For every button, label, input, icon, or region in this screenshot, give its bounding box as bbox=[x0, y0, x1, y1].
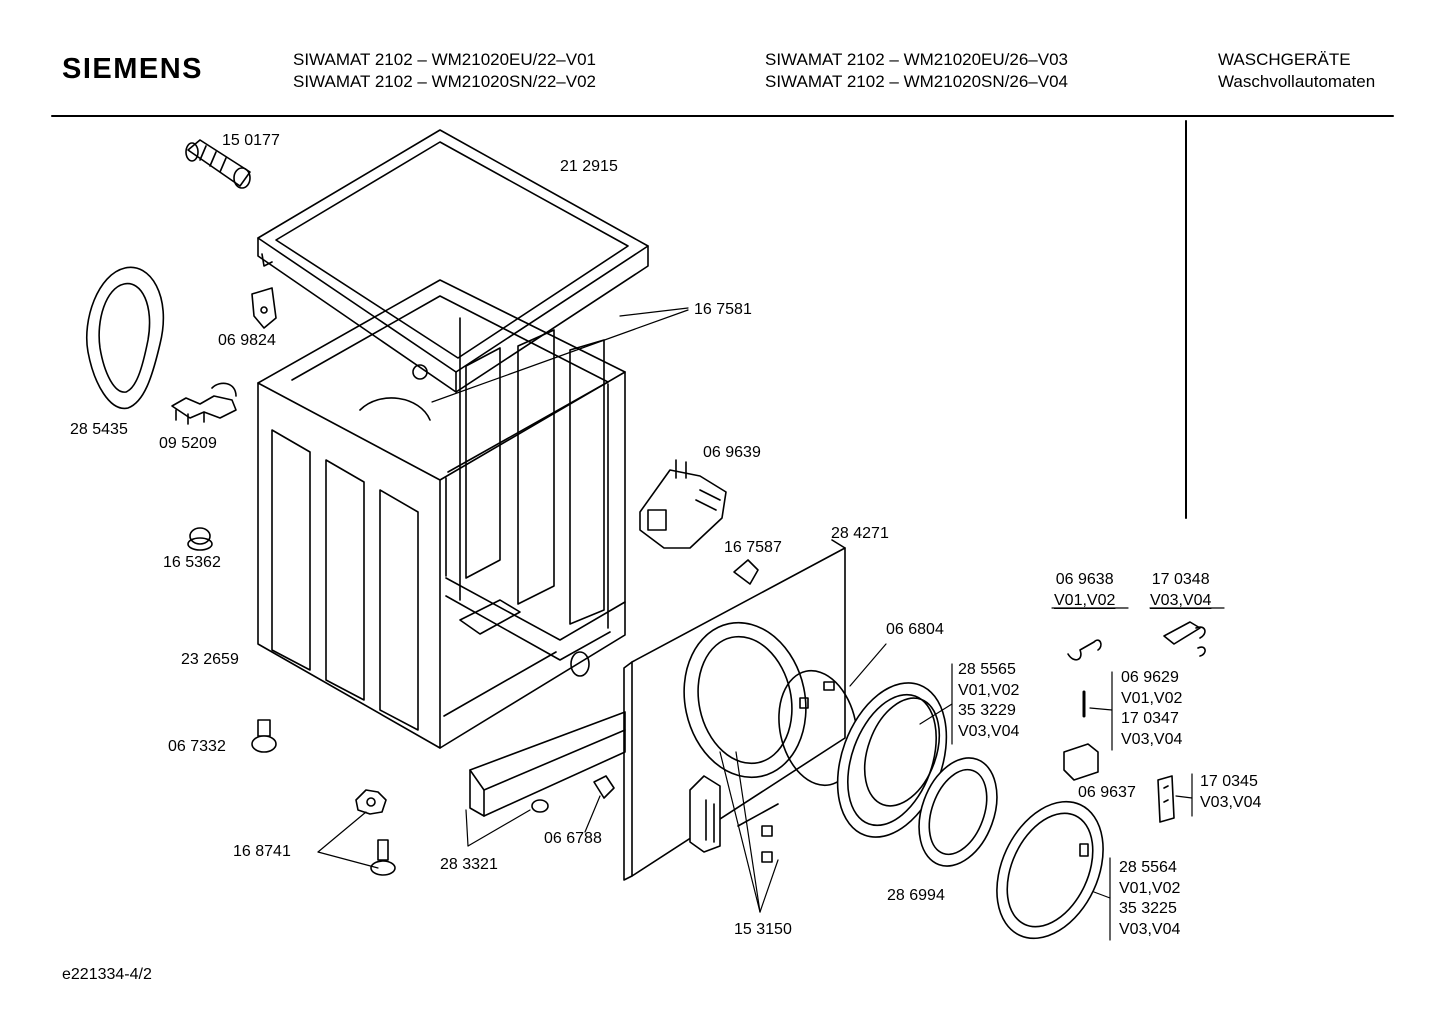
variant-group-285564: 28 5564 V01,V02 35 3225 V03,V04 bbox=[1119, 858, 1180, 940]
model-line: SIWAMAT 2102 – WM21020SN/22–V02 bbox=[293, 72, 597, 91]
spring-part-170348 bbox=[1163, 621, 1206, 657]
part-label-150177: 15 0177 bbox=[222, 132, 280, 149]
part-label-069824: 06 9824 bbox=[218, 332, 276, 349]
foot-part-lower bbox=[370, 839, 396, 876]
part-label-165362: 16 5362 bbox=[163, 554, 221, 571]
category-subtitle: Waschvollautomaten bbox=[1218, 72, 1376, 91]
part-label-069637: 06 9637 bbox=[1078, 784, 1136, 801]
category-title: WASCHGERÄTE bbox=[1218, 50, 1351, 69]
part-label-066804: 06 6804 bbox=[886, 621, 944, 638]
variant-code: V01,V02 bbox=[1054, 591, 1116, 609]
model-line: SIWAMAT 2102 – WM21020EU/26–V03 bbox=[765, 50, 1069, 69]
variant-part-number: 17 0345 bbox=[1200, 773, 1258, 790]
variant-group-170345: 17 0345 V03,V04 bbox=[1200, 772, 1261, 813]
variant-code: V01,V02 bbox=[1119, 879, 1181, 897]
part-label-153150: 15 3150 bbox=[734, 921, 792, 938]
part-label-067332: 06 7332 bbox=[168, 738, 226, 755]
door-gasket-part bbox=[86, 266, 165, 410]
variant-code: V01,V02 bbox=[958, 681, 1020, 699]
part-label-095209: 09 5209 bbox=[159, 435, 217, 452]
top-lid-part bbox=[257, 129, 649, 393]
variant-part-number: 35 3225 bbox=[1119, 900, 1177, 917]
foot-part-067332 bbox=[251, 719, 277, 753]
spring-part-069638 bbox=[1067, 639, 1102, 661]
door-hinge-part bbox=[689, 775, 721, 853]
variant-group-170348: 17 0348 V03,V04 bbox=[1150, 570, 1211, 611]
drawing-id: e221334-4/2 bbox=[62, 966, 152, 983]
pump-filter-part bbox=[185, 139, 251, 189]
variant-group-069638: 06 9638 V01,V02 bbox=[1054, 570, 1115, 611]
variant-part-number: 17 0347 bbox=[1121, 710, 1179, 727]
part-label-069639: 06 9639 bbox=[703, 444, 761, 461]
variant-part-number: 06 9638 bbox=[1055, 571, 1114, 588]
latch-part-069637 bbox=[1063, 743, 1099, 781]
door-frame-part bbox=[836, 682, 948, 838]
variant-code: V03,V04 bbox=[1150, 591, 1212, 609]
plinth-strip-part bbox=[469, 711, 626, 817]
variant-part-number: 28 5565 bbox=[958, 661, 1016, 678]
variant-part-number: 28 5564 bbox=[1119, 859, 1177, 876]
variant-part-number: 17 0348 bbox=[1151, 571, 1210, 588]
part-label-286994: 28 6994 bbox=[887, 887, 945, 904]
part-label-167587: 16 7587 bbox=[724, 539, 782, 556]
part-label-212915: 21 2915 bbox=[560, 158, 618, 175]
variant-part-number: 35 3229 bbox=[958, 702, 1016, 719]
clip-part-066788 bbox=[531, 775, 615, 813]
front-panel-part bbox=[623, 539, 846, 881]
variant-code: V03,V04 bbox=[1119, 920, 1181, 938]
category-block: WASCHGERÄTE Waschvollautomaten bbox=[1218, 49, 1375, 93]
variant-code: V01,V02 bbox=[1121, 689, 1183, 707]
model-line: SIWAMAT 2102 – WM21020EU/22–V01 bbox=[293, 50, 597, 69]
variant-code: V03,V04 bbox=[1200, 793, 1262, 811]
bracket-part-069824 bbox=[251, 287, 277, 329]
part-label-284271: 28 4271 bbox=[831, 525, 889, 542]
outer-door-ring-part bbox=[996, 800, 1104, 940]
door-lock-part bbox=[639, 459, 727, 549]
part-label-167581: 16 7581 bbox=[694, 301, 752, 318]
clip-part-167587 bbox=[733, 559, 759, 585]
leader-lines bbox=[317, 307, 1225, 941]
cabinet-part bbox=[257, 279, 626, 749]
variant-group-285565: 28 5565 V01,V02 35 3229 V03,V04 bbox=[958, 660, 1019, 742]
bracket-part-170345 bbox=[1157, 775, 1175, 823]
variant-code: V03,V04 bbox=[958, 722, 1020, 740]
part-label-283321: 28 3321 bbox=[440, 856, 498, 873]
variant-group-069629: 06 9629 V01,V02 17 0347 V03,V04 bbox=[1121, 668, 1182, 750]
model-list-right: SIWAMAT 2102 – WM21020EU/26–V03 SIWAMAT … bbox=[765, 49, 1068, 93]
brand-logo: SIEMENS bbox=[62, 53, 204, 85]
star-nut-part bbox=[355, 789, 387, 815]
clip-part-095209 bbox=[171, 382, 237, 425]
model-line: SIWAMAT 2102 – WM21020SN/26–V04 bbox=[765, 72, 1069, 91]
inner-ring-part bbox=[918, 757, 998, 867]
part-label-066788: 06 6788 bbox=[544, 830, 602, 847]
part-label-168741: 16 8741 bbox=[233, 843, 291, 860]
part-label-285435: 28 5435 bbox=[70, 421, 128, 438]
variant-code: V03,V04 bbox=[1121, 730, 1183, 748]
foot-part-165362 bbox=[187, 527, 213, 551]
model-list-left: SIWAMAT 2102 – WM21020EU/22–V01 SIWAMAT … bbox=[293, 49, 596, 93]
part-label-232659: 23 2659 bbox=[181, 651, 239, 668]
variant-part-number: 06 9629 bbox=[1121, 669, 1179, 686]
